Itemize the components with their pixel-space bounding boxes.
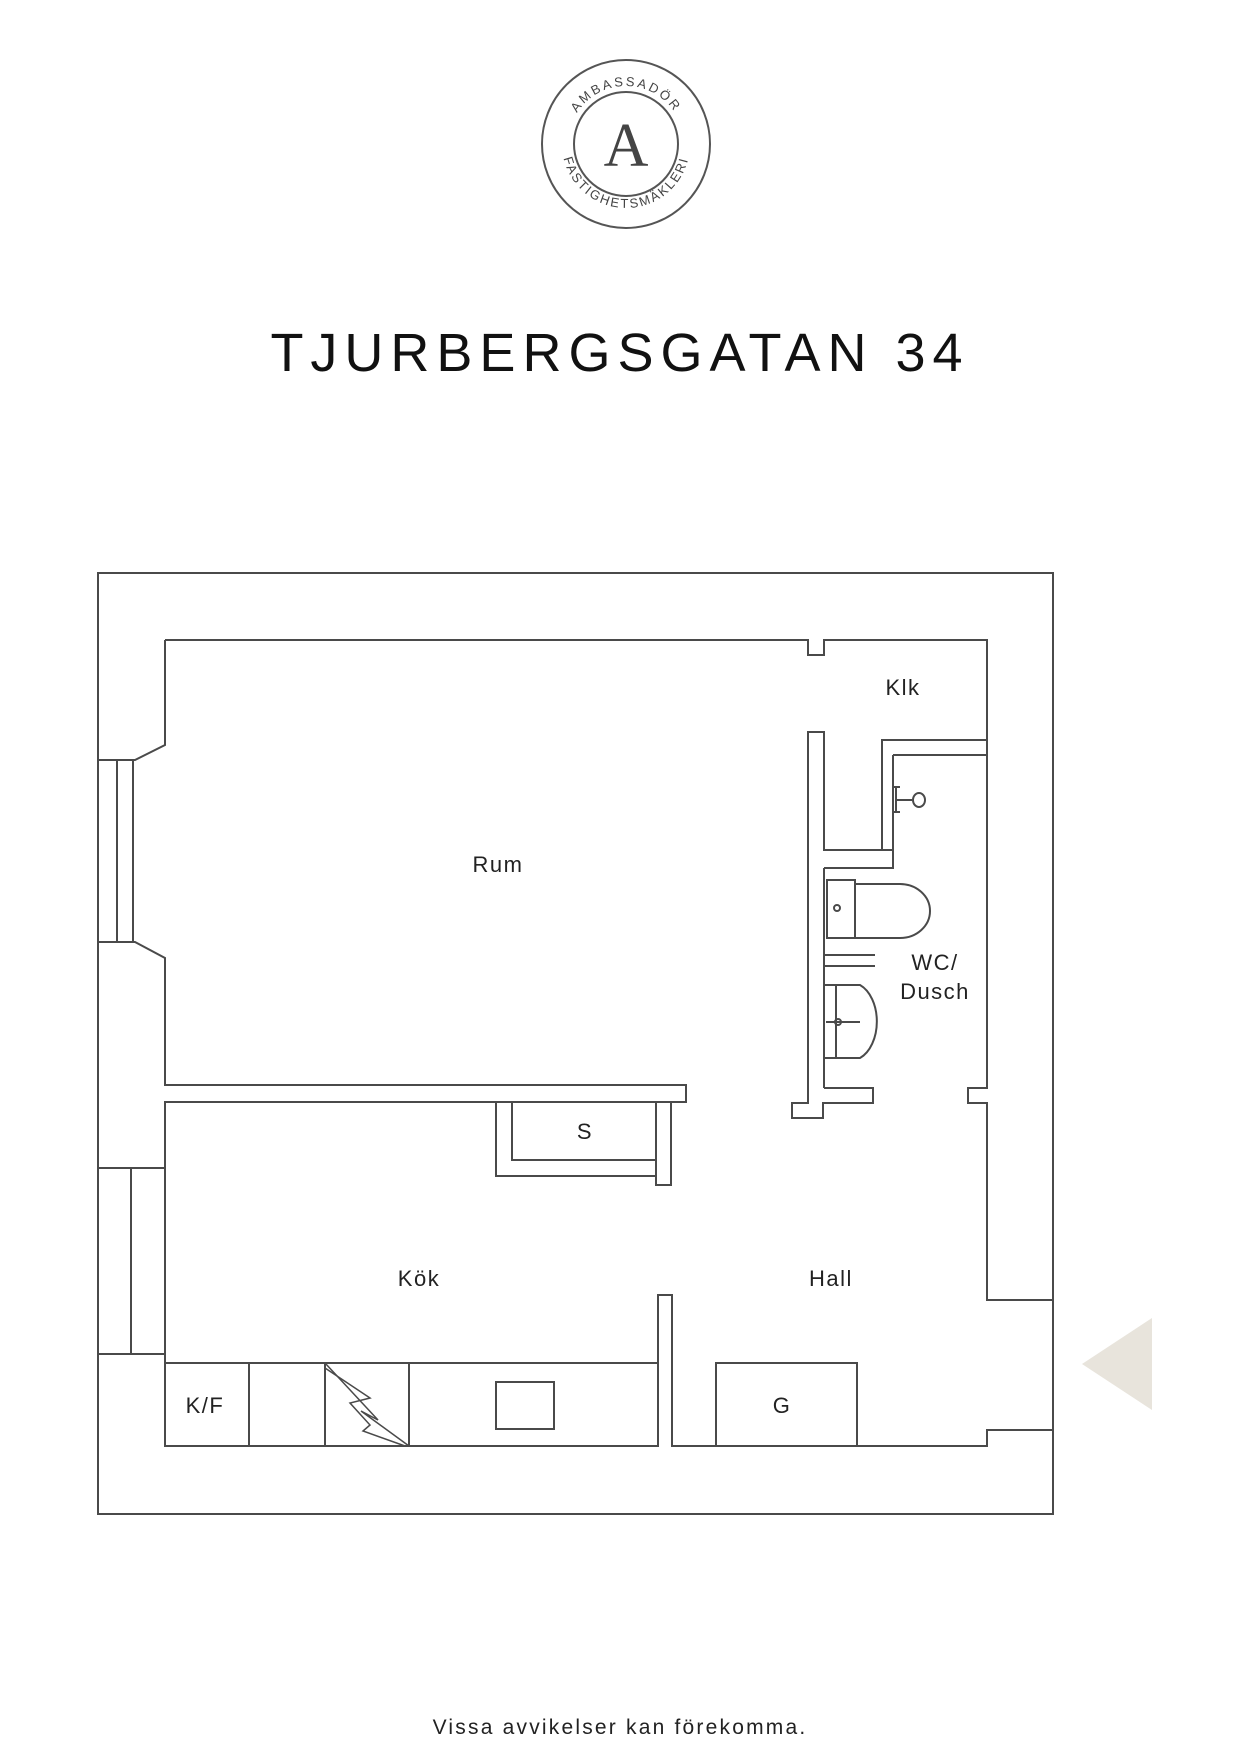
label-wc-line1: WC/ [911, 950, 958, 975]
label-kok: Kök [398, 1266, 440, 1291]
label-s: S [577, 1119, 593, 1144]
label-g: G [773, 1393, 792, 1418]
rum-wall [165, 639, 988, 1119]
page-title: TJURBERGSGATAN 34 [270, 323, 970, 383]
entrance-arrow-icon [1082, 1318, 1152, 1410]
ambassador-logo: AMBASSADÖR FASTIGHETSMÄKLERI A [541, 59, 711, 229]
disclaimer-footer: Vissa avvikelser kan förekomma. [432, 1716, 808, 1739]
label-klk: Klk [885, 675, 920, 700]
rum-wall-left [98, 640, 166, 761]
rum-wall-left-lower [98, 941, 687, 1240]
label-kf: K/F [186, 1393, 225, 1418]
wardrobe-g [715, 1362, 858, 1447]
label-wc-line2: Dusch [900, 979, 970, 1004]
wc-wall [967, 740, 1053, 1301]
label-hall: Hall [809, 1266, 853, 1291]
outer-wall [97, 572, 1054, 1515]
logo-monogram: A [604, 112, 649, 180]
label-rum: Rum [473, 852, 524, 877]
